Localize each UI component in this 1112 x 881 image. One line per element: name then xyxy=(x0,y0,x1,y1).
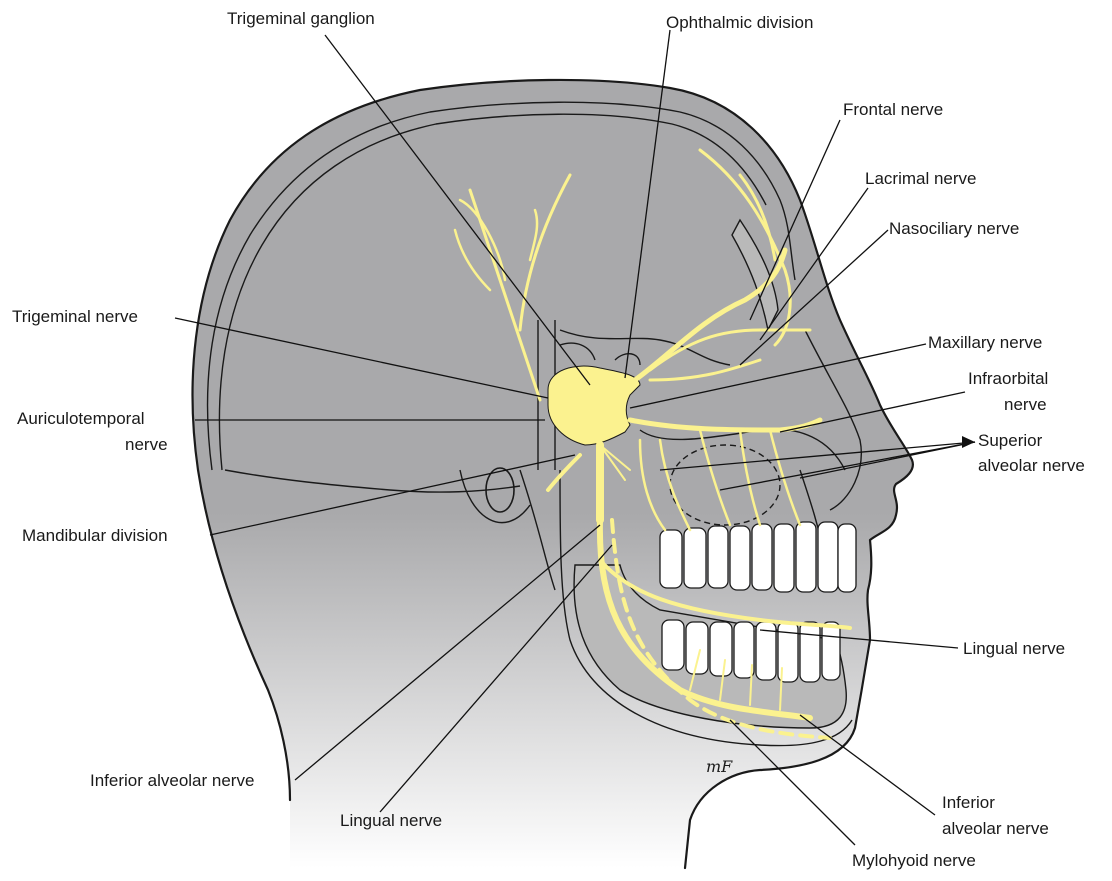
label-auriculotemporal-nerve-line1: Auriculotemporal xyxy=(17,409,145,428)
label-nasociliary-nerve: Nasociliary nerve xyxy=(889,219,1019,238)
label-infraorbital-nerve-line2: nerve xyxy=(1004,395,1047,414)
label-superior-alveolar-nerve-line1: Superior xyxy=(978,431,1043,450)
label-lingual-nerve-right: Lingual nerve xyxy=(963,639,1065,658)
label-lingual-nerve-bottom: Lingual nerve xyxy=(340,811,442,830)
label-trigeminal-ganglion: Trigeminal ganglion xyxy=(227,9,375,28)
label-ophthalmic-division: Ophthalmic division xyxy=(666,13,813,32)
label-inferior-alveolar-nerve-left: Inferior alveolar nerve xyxy=(90,771,254,790)
upper-teeth xyxy=(660,522,856,592)
label-trigeminal-nerve: Trigeminal nerve xyxy=(12,307,138,326)
label-inferior-alveolar-nerve-right-line2: alveolar nerve xyxy=(942,819,1049,838)
label-mandibular-division: Mandibular division xyxy=(22,526,168,545)
label-lacrimal-nerve: Lacrimal nerve xyxy=(865,169,977,188)
label-auriculotemporal-nerve-line2: nerve xyxy=(125,435,168,454)
label-infraorbital-nerve-line1: Infraorbital xyxy=(968,369,1048,388)
superior-alveolar-arrowhead xyxy=(962,436,975,448)
label-frontal-nerve: Frontal nerve xyxy=(843,100,943,119)
label-inferior-alveolar-nerve-right-line1: Inferior xyxy=(942,793,995,812)
label-mylohyoid-nerve: Mylohyoid nerve xyxy=(852,851,976,870)
artist-signature: mF xyxy=(706,757,733,776)
label-maxillary-nerve: Maxillary nerve xyxy=(928,333,1042,352)
label-superior-alveolar-nerve-line2: alveolar nerve xyxy=(978,456,1085,475)
